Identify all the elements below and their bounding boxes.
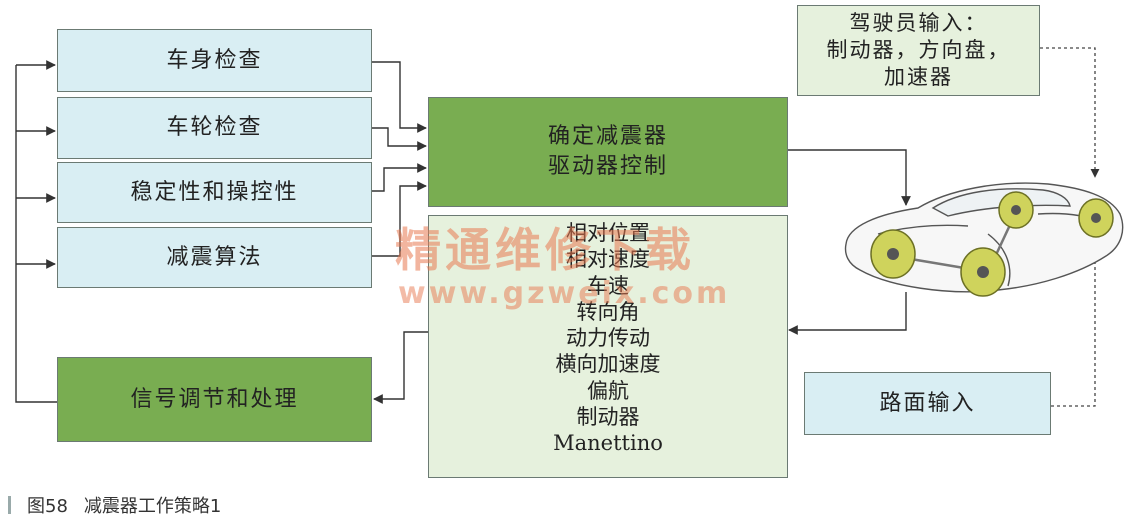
- damper-control-line-2: 驱动器控制: [547, 154, 668, 179]
- arrow-signals-to-processing: [373, 331, 428, 404]
- arrow-control-to-car: [788, 149, 911, 206]
- car-door-line: [987, 233, 1011, 287]
- signal-item: 相对速度: [566, 247, 650, 272]
- signal-item: 制动器: [576, 404, 640, 429]
- road-input-label: 路面输入: [879, 390, 976, 416]
- damper-control-box: 确定减震器 驱动器控制: [428, 97, 788, 207]
- signals-box: 相对位置 相对速度 车速 转向角 动力传动 横向加速度 偏航 制动器 Manet…: [428, 215, 788, 478]
- signal-item: 横向加速度: [555, 352, 661, 377]
- signal-processing-box: 信号调节和处理: [57, 357, 372, 442]
- wheel-check-box: 车轮检查: [57, 97, 372, 159]
- driver-input-box: 驾驶员输入： 制动器，方向盘， 加速器: [797, 5, 1040, 96]
- watermark-text: 精通维修下载: [395, 223, 695, 277]
- driver-input-line-1: 驾驶员输入：: [849, 10, 988, 35]
- signal-item: 相对位置: [566, 221, 650, 245]
- road-input-box: 路面输入: [804, 372, 1051, 435]
- car-body-outline: [844, 182, 1124, 293]
- arrow-car-to-signals: [788, 292, 907, 335]
- car-illustration: [844, 182, 1124, 297]
- signal-item: 车速: [587, 273, 629, 298]
- damper-algorithm-box: 减震算法: [57, 227, 372, 288]
- caption-bar: [8, 496, 11, 514]
- figure-number: 图58: [27, 496, 68, 517]
- stability-label: 稳定性和操控性: [130, 179, 299, 205]
- figure-title: 减震器工作策略1: [83, 496, 222, 517]
- rear-right-hub: [1091, 213, 1101, 223]
- damper-algorithm-label: 减震算法: [166, 244, 263, 270]
- arrow-road-to-car: [1051, 249, 1100, 407]
- signal-processing-label: 信号调节和处理: [130, 386, 299, 412]
- arrow-body-to-control: [372, 61, 427, 133]
- feedback-bus-line: [15, 65, 57, 403]
- body-check-label: 车身检查: [166, 47, 263, 73]
- driver-input-line-3: 加速器: [884, 65, 953, 90]
- signal-item: Manettino: [553, 431, 663, 455]
- driver-input-line-2: 制动器，方向盘，: [826, 37, 1011, 62]
- signal-item: 偏航: [587, 378, 629, 403]
- arrow-wheel-to-control: [372, 127, 427, 151]
- arrow-stability-to-control: [372, 163, 427, 192]
- watermark-url: www.gzweix.com: [398, 276, 731, 311]
- stability-box: 稳定性和操控性: [57, 162, 372, 223]
- signal-item: 动力传动: [566, 326, 650, 350]
- body-check-box: 车身检查: [57, 29, 372, 92]
- arrow-algorithm-to-control: [372, 181, 427, 257]
- rear-left-hub: [1011, 205, 1021, 215]
- signal-item: 转向角: [576, 299, 640, 324]
- figure-caption: 图58 减震器工作策略1: [8, 492, 221, 518]
- arrow-driver-to-car: [1040, 47, 1100, 178]
- damper-control-line-1: 确定减震器: [547, 124, 668, 150]
- front-right-hub: [977, 266, 989, 278]
- front-left-hub: [887, 248, 899, 260]
- wheel-check-label: 车轮检查: [166, 115, 263, 141]
